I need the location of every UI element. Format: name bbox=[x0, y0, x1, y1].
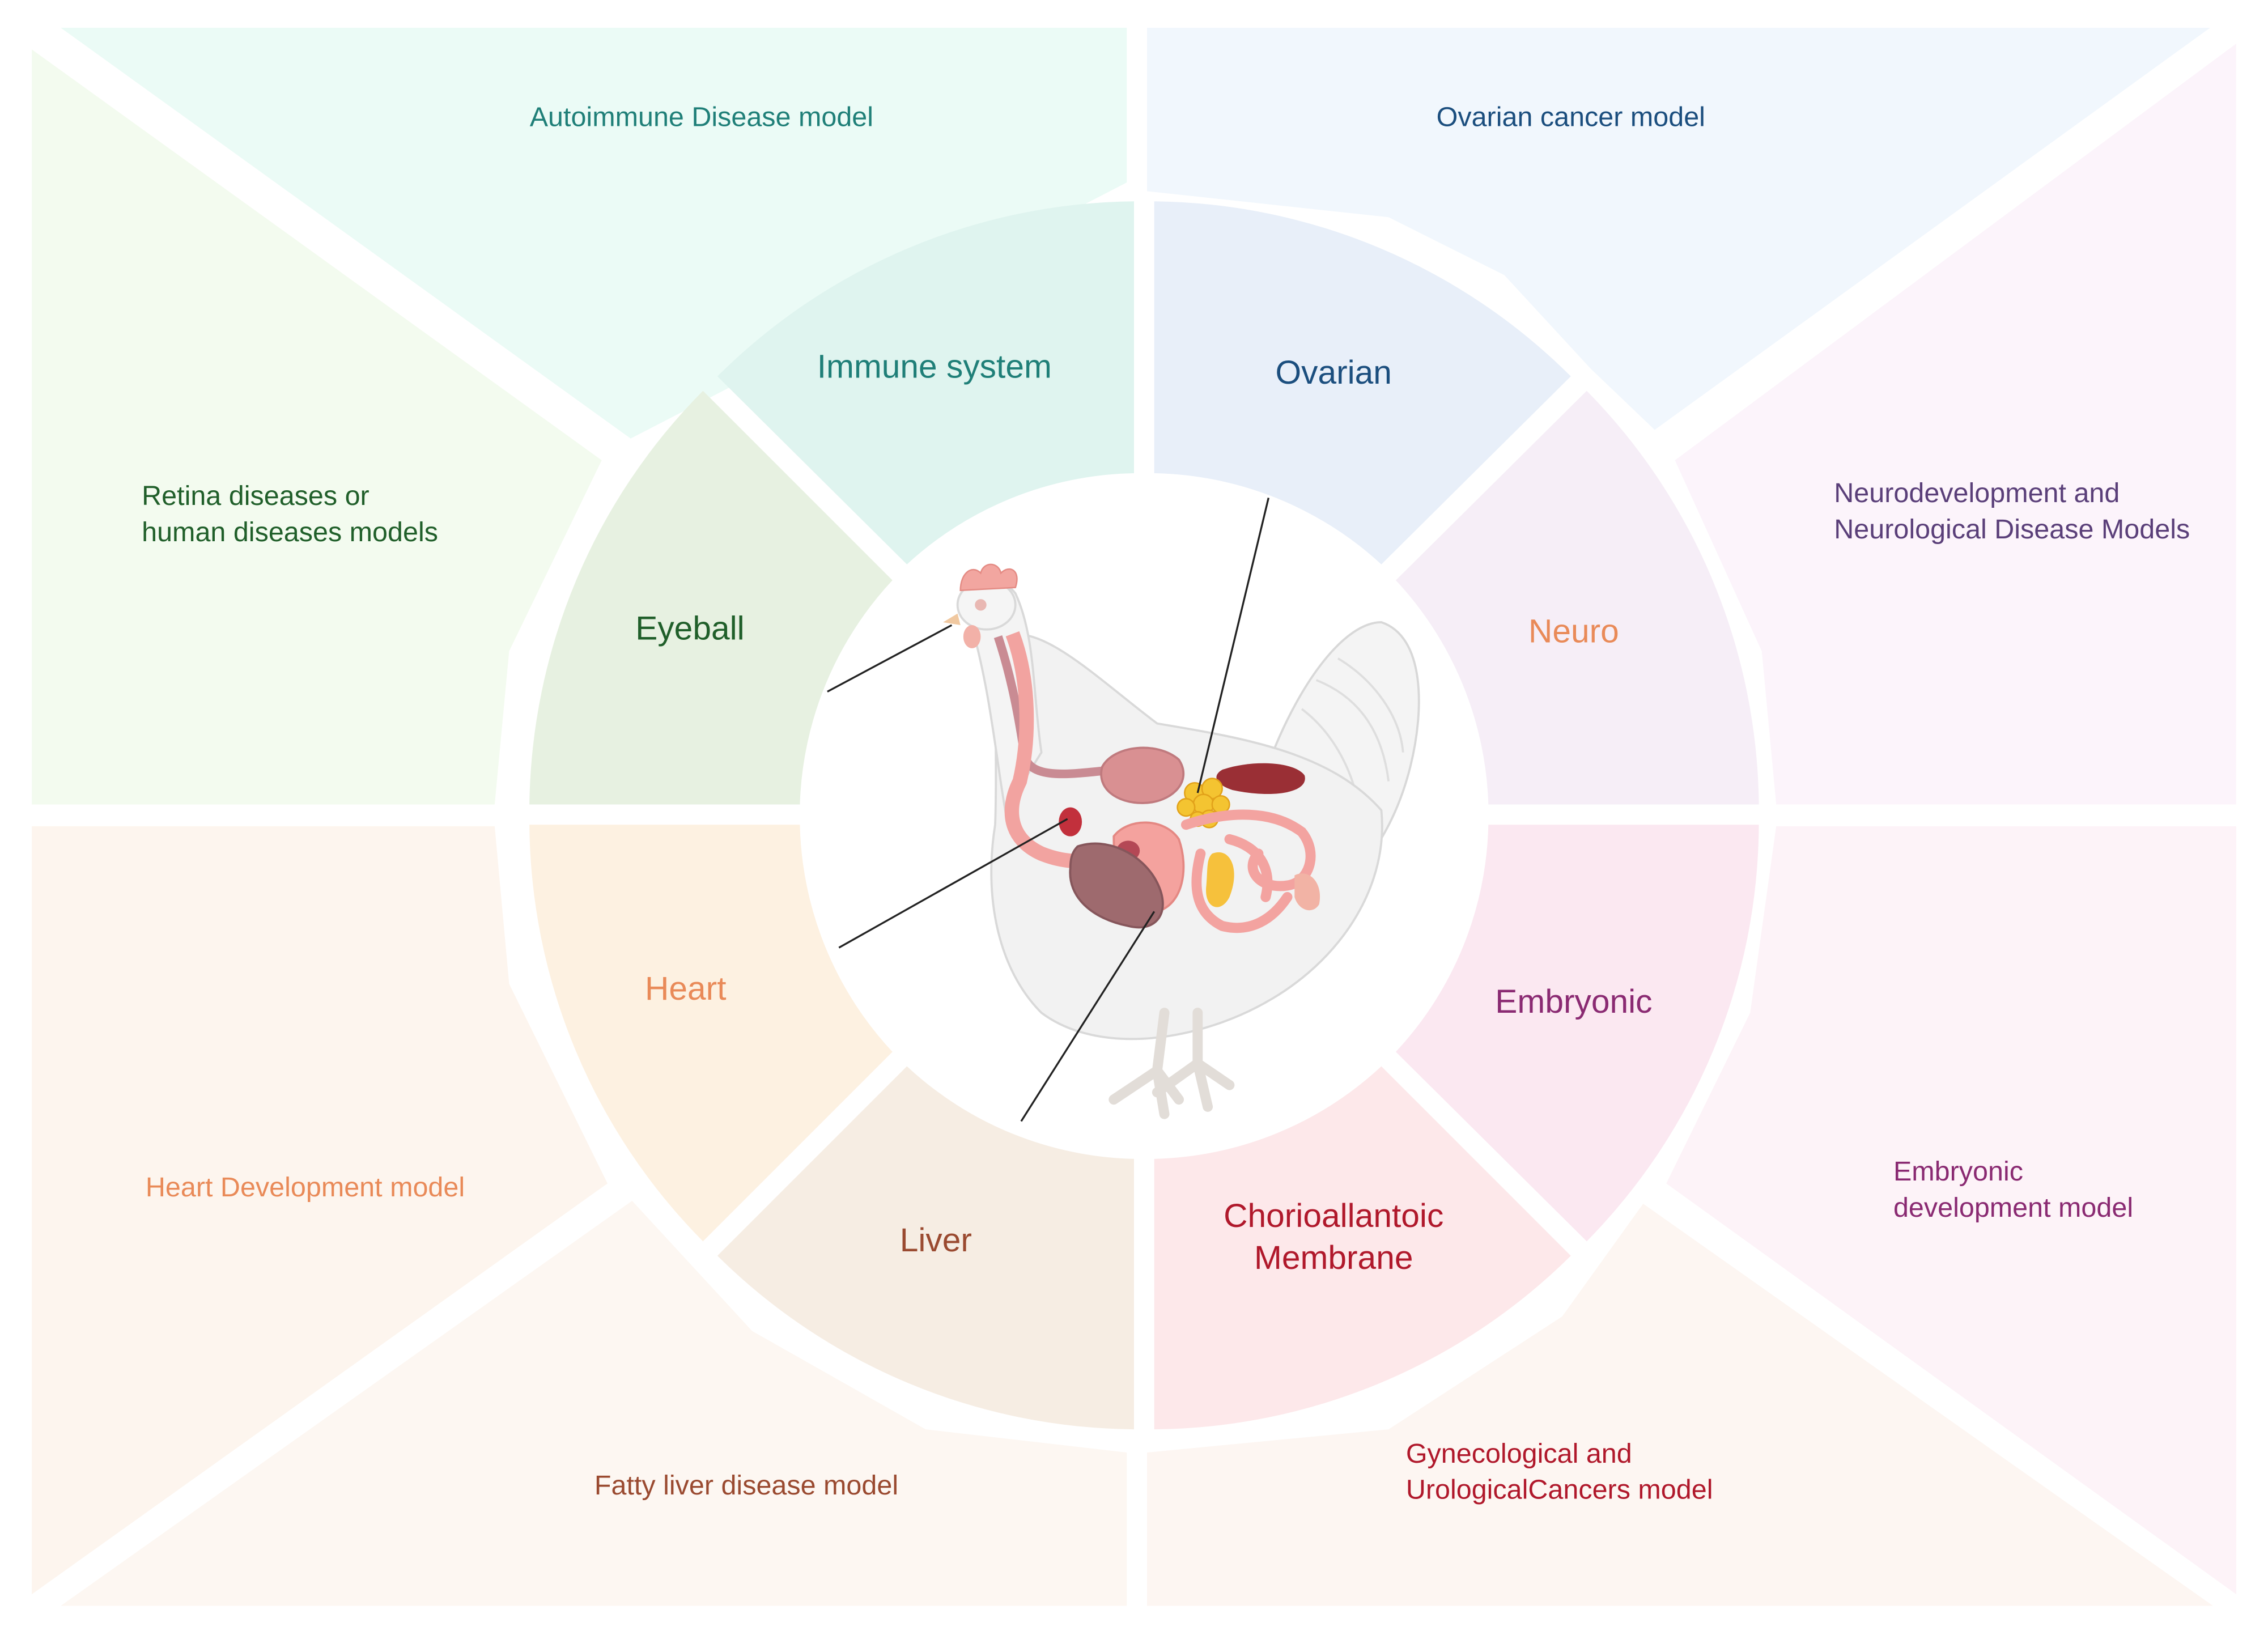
ring-segment-liver bbox=[717, 1066, 1134, 1430]
chicken-beak bbox=[943, 613, 961, 626]
organ-pancreas bbox=[1206, 852, 1234, 907]
chicken-anatomy-illustration bbox=[943, 563, 1420, 1119]
model-label-ovarian: Ovarian cancer model bbox=[1437, 102, 1705, 133]
organ-label-liver: Liver bbox=[900, 1222, 972, 1259]
organ-label-immune: Immune system bbox=[817, 349, 1052, 385]
pointer-heart bbox=[838, 818, 1068, 949]
organ-label-embryonic: Embryonic bbox=[1495, 983, 1652, 1020]
chicken-eye bbox=[975, 599, 987, 611]
pointer-liver bbox=[1020, 911, 1156, 1122]
ring-segments bbox=[529, 201, 1759, 1430]
model-label-eyeball-line1: Retina diseases or bbox=[142, 481, 369, 511]
organ-labels: Immune system Ovarian Neuro Embryonic Ch… bbox=[635, 349, 1652, 1276]
outer-panel-cam bbox=[1146, 1203, 2214, 1606]
outer-panel-heart bbox=[32, 826, 608, 1595]
outer-panel-immune bbox=[61, 27, 1127, 439]
model-label-embryonic-line2: development model bbox=[1893, 1192, 2133, 1223]
organ-kidney bbox=[1216, 763, 1305, 795]
model-labels: Autoimmune Disease model Ovarian cancer … bbox=[142, 102, 2190, 1505]
ring-segment-eyeball bbox=[529, 390, 893, 805]
model-label-cam-line2: UrologicalCancers model bbox=[1406, 1475, 1713, 1505]
ring-segment-neuro bbox=[1395, 390, 1759, 805]
model-label-liver: Fatty liver disease model bbox=[594, 1470, 898, 1501]
organ-label-cam-line2: Membrane bbox=[1254, 1239, 1413, 1276]
organ-heart bbox=[1059, 807, 1082, 836]
model-label-cam-line1: Gynecological and bbox=[1406, 1438, 1632, 1469]
organ-proventriculus bbox=[1100, 746, 1185, 804]
organ-intestines bbox=[1180, 809, 1316, 933]
model-label-immune: Autoimmune Disease model bbox=[530, 102, 873, 133]
pointer-eyeball bbox=[827, 624, 953, 693]
chicken-body bbox=[990, 633, 1383, 1041]
ring-segment-ovarian bbox=[1154, 201, 1571, 564]
outer-panel-liver bbox=[61, 1200, 1127, 1606]
ring-segment-immune bbox=[717, 201, 1134, 564]
model-label-heart: Heart Development model bbox=[146, 1172, 465, 1203]
model-label-neuro-line2: Neurological Disease Models bbox=[1834, 514, 2190, 545]
organ-liver bbox=[1069, 842, 1164, 929]
ring-segment-heart bbox=[529, 825, 893, 1242]
chicken-legs bbox=[1108, 1008, 1235, 1119]
pointer-lines bbox=[827, 498, 1269, 1122]
outer-panel-embryonic bbox=[1666, 826, 2236, 1595]
model-label-eyeball-line2: human diseases models bbox=[142, 517, 438, 547]
organ-label-heart: Heart bbox=[645, 970, 727, 1007]
organ-label-cam-line1: Chorioallantoic bbox=[1224, 1197, 1443, 1234]
organ-label-neuro: Neuro bbox=[1528, 613, 1619, 650]
chicken-wattle bbox=[963, 625, 981, 648]
pointer-ovarian bbox=[1196, 498, 1269, 793]
outer-panels bbox=[32, 27, 2236, 1606]
organ-label-ovarian: Ovarian bbox=[1275, 354, 1392, 391]
outer-panel-neuro bbox=[1675, 44, 2236, 805]
outer-panel-eyeball bbox=[32, 49, 602, 805]
ring-segment-cam bbox=[1154, 1066, 1571, 1430]
model-label-embryonic-line1: Embryonic bbox=[1893, 1156, 2023, 1187]
organ-cloaca bbox=[1294, 873, 1320, 911]
model-label-neuro-line1: Neurodevelopment and bbox=[1834, 478, 2120, 508]
chicken-comb bbox=[959, 563, 1018, 592]
outer-panel-ovarian bbox=[1146, 27, 2210, 430]
organ-label-eyeball: Eyeball bbox=[635, 610, 744, 647]
ring-segment-embryonic bbox=[1395, 825, 1759, 1242]
